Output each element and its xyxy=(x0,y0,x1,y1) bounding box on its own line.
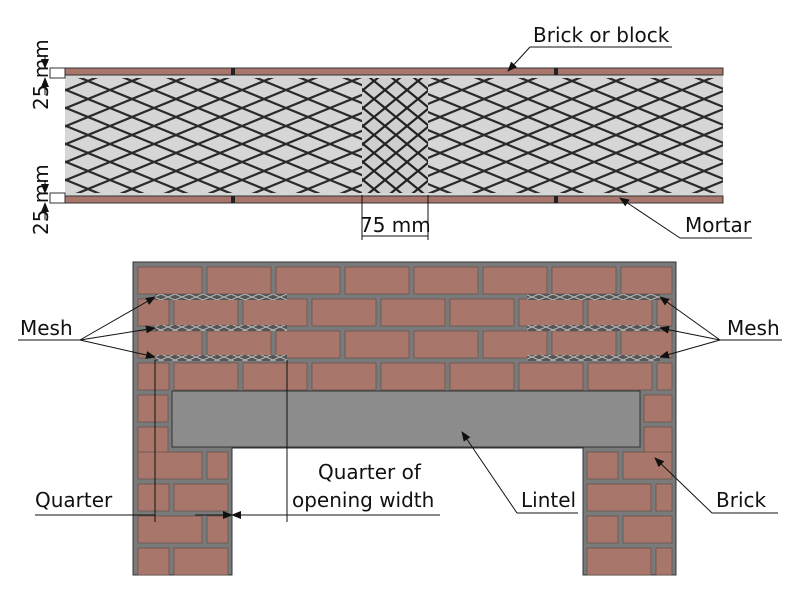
brick-label: Brick xyxy=(716,488,766,512)
brick xyxy=(413,330,479,359)
brick xyxy=(449,298,515,327)
dim-bottom-label: 25 mm xyxy=(29,164,53,235)
brick xyxy=(586,483,652,512)
brick xyxy=(622,515,673,544)
brick xyxy=(551,266,617,295)
brick-strip-bottom xyxy=(64,195,724,204)
brick xyxy=(137,266,203,295)
brick xyxy=(137,426,169,455)
quarter-of-label-line1: Quarter of xyxy=(318,460,422,484)
brick xyxy=(380,362,446,391)
elevation-view: Mesh Mesh Quarter Quarter of opening wid… xyxy=(18,261,782,576)
brick xyxy=(643,426,673,455)
brick xyxy=(620,330,673,359)
brick xyxy=(655,483,673,512)
brick xyxy=(586,547,652,576)
brick xyxy=(344,330,410,359)
brick xyxy=(137,394,169,423)
plan-view: 25 mm 25 mm 75 mm Brick or block Mortar xyxy=(29,23,752,240)
brick xyxy=(413,266,479,295)
quarter-label: Quarter xyxy=(35,488,113,512)
brick xyxy=(620,266,673,295)
brick xyxy=(206,515,229,544)
dim-top-label: 25 mm xyxy=(29,39,53,110)
brick xyxy=(242,362,308,391)
brick xyxy=(173,362,239,391)
brick xyxy=(656,298,673,327)
brick xyxy=(586,451,619,480)
lintel xyxy=(171,390,641,448)
mesh-overlap xyxy=(362,78,428,193)
overlap-label: 75 mm xyxy=(360,213,431,237)
mesh-right-label: Mesh xyxy=(727,316,780,340)
brick xyxy=(551,330,617,359)
brick xyxy=(622,451,673,480)
brick xyxy=(137,362,170,391)
brick xyxy=(137,298,170,327)
brick xyxy=(344,266,410,295)
brick xyxy=(137,451,203,480)
brick xyxy=(206,451,229,480)
brick xyxy=(206,330,272,359)
brick xyxy=(587,362,653,391)
brick xyxy=(587,298,653,327)
quarter-of-label-line2: opening width xyxy=(292,488,434,512)
brick xyxy=(482,266,548,295)
brick xyxy=(311,362,377,391)
brick xyxy=(173,483,229,512)
brickwork xyxy=(137,266,673,576)
brick xyxy=(137,330,203,359)
brick xyxy=(173,547,229,576)
brick xyxy=(380,298,446,327)
mesh-left-label: Mesh xyxy=(20,316,73,340)
brick-strip-top xyxy=(64,67,724,76)
lintel-label: Lintel xyxy=(521,488,576,512)
brick xyxy=(275,266,341,295)
brick xyxy=(518,298,584,327)
brick xyxy=(173,298,239,327)
brick xyxy=(206,266,272,295)
brick xyxy=(311,298,377,327)
brick xyxy=(137,547,170,576)
brick xyxy=(586,515,619,544)
brick xyxy=(242,298,308,327)
mesh-strips xyxy=(155,294,660,361)
brick-or-block-label: Brick or block xyxy=(533,23,670,47)
brick xyxy=(656,362,673,391)
brick xyxy=(275,330,341,359)
brick xyxy=(655,547,673,576)
brick xyxy=(643,394,673,423)
brick xyxy=(518,362,584,391)
brick xyxy=(137,515,203,544)
mortar-label: Mortar xyxy=(685,213,752,237)
brick xyxy=(449,362,515,391)
brick xyxy=(137,483,170,512)
brick xyxy=(482,330,548,359)
